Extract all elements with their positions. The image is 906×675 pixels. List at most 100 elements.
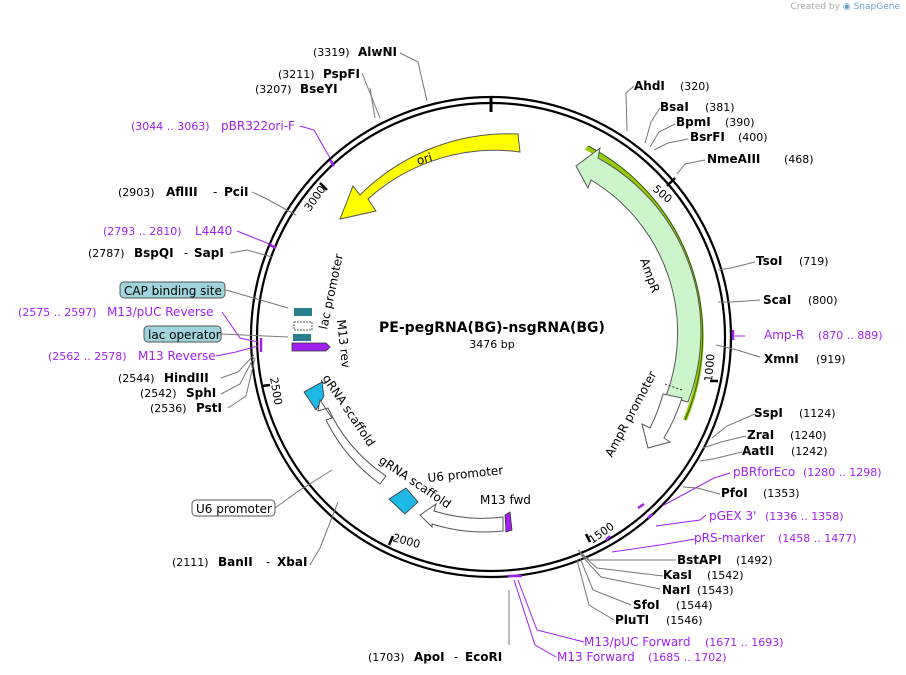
plasmid-name: PE-pegRNA(BG)-nsgRNA(BG) (379, 320, 605, 336)
site-bsai: BsaI (660, 100, 689, 114)
site-sphi-pos: (2542) (140, 387, 177, 400)
primer-l4440: L4440 (195, 224, 232, 238)
m13-rev-feature[interactable] (291, 342, 331, 352)
site-sapi: SapI (194, 246, 224, 260)
primer-m13-puc-forward: M13/pUC Forward (584, 635, 691, 649)
site-ahdi: AhdI (634, 79, 665, 93)
ampr-track-core (587, 145, 704, 421)
site-sspi: SspI (754, 406, 783, 420)
grna-scaffold-2-feature[interactable] (388, 487, 419, 515)
u6-promoter-box[interactable] (191, 499, 276, 517)
site-bspqi-pos: (2787) (88, 247, 125, 260)
primer-prs-marker: pRS-marker (694, 531, 765, 545)
tick-label-2500: 2500 (267, 376, 285, 406)
site-pluti: PluTI (615, 613, 649, 627)
site-pspfi-pos: (3211) (278, 68, 315, 81)
site-bpmi: BpmI (676, 115, 711, 129)
site-leader-lines (220, 52, 761, 645)
primer-pbrforeco: pBRforEco (733, 465, 795, 479)
snapgene-credit: Created by ◉ SnapGene (790, 2, 900, 12)
site-alwni-pos: (3319) (313, 46, 350, 59)
site-bspqi-sep: - (184, 246, 188, 260)
primer-m13-forward-range: (1685 .. 1702) (648, 651, 727, 664)
m13-fwd-feature[interactable] (504, 511, 513, 533)
plasmid-length: 3476 bp (469, 338, 514, 351)
primer-m13-forward: M13 Forward (557, 650, 635, 664)
site-pspfi: PspFI (323, 67, 360, 81)
site-sfoi-pos: (1544) (676, 599, 713, 612)
site-psti: PstI (196, 401, 222, 415)
site-banii-sep: - (266, 555, 270, 569)
site-xmni: XmnI (764, 352, 799, 366)
grna-scaffold-1-arrow[interactable] (317, 398, 387, 485)
site-bseyi: BseYI (300, 82, 338, 96)
primer-m13-puc-reverse: M13/pUC Reverse (107, 305, 214, 319)
site-nari-pos: (1543) (697, 584, 734, 597)
site-bsrfi-pos: (400) (738, 131, 768, 144)
primer-l4440-range: (2793 .. 2810) (103, 225, 182, 238)
u6-promoter-label: U6 promoter (427, 463, 504, 485)
ampr-feature[interactable] (575, 146, 702, 403)
site-bseyi-pos: (3207) (255, 83, 292, 96)
primer-m13-puc-forward-range: (1671 .. 1693) (705, 636, 784, 649)
ori-label: ori (415, 150, 434, 168)
site-banii: BanII (218, 555, 253, 569)
site-apoi-sep: - (454, 650, 458, 664)
tick-marks (261, 177, 718, 546)
primer-m13-reverse-range: (2562 .. 2578) (48, 350, 127, 363)
primer-prs-marker-range: (1458 .. 1477) (778, 532, 857, 545)
primer-leader-lines (215, 125, 745, 658)
site-bsai-pos: (381) (705, 101, 735, 114)
site-zrai-pos: (1240) (790, 429, 827, 442)
site-xbai: XbaI (277, 555, 307, 569)
lac-operator-box[interactable] (143, 325, 222, 343)
box-leader-lines (220, 289, 333, 509)
site-tsoi-pos: (719) (799, 255, 829, 268)
ampr-promoter-feature[interactable] (641, 393, 683, 449)
site-bstapi: BstAPI (677, 553, 722, 567)
cap-site-feature[interactable] (294, 308, 312, 316)
ori-feature[interactable] (339, 133, 521, 220)
site-tsoi: TsoI (756, 254, 782, 268)
site-sfoi: SfoI (633, 598, 660, 612)
site-apoi: ApoI (414, 650, 445, 664)
site-sphi: SphI (186, 386, 216, 400)
lac-promoter-feature[interactable] (293, 321, 313, 331)
site-scai-pos: (800) (808, 294, 838, 307)
site-bspqi: BspQI (134, 246, 174, 260)
ampr-label: AmpR (637, 256, 662, 294)
site-bstapi-pos: (1492) (736, 554, 773, 567)
primer-pbrforeco-range: (1280 .. 1298) (803, 466, 882, 479)
site-apoi-pos: (1703) (368, 651, 405, 664)
site-aatii: AatII (742, 444, 774, 458)
site-ecori: EcoRI (465, 650, 502, 664)
site-zrai: ZraI (747, 428, 774, 442)
primer-pbr322ori-f: pBR322ori-F (221, 119, 295, 133)
site-kasi: KasI (663, 568, 692, 582)
site-nmeaiii-pos: (468) (784, 153, 814, 166)
site-xmni-pos: (919) (816, 353, 846, 366)
primer-m13-puc-reverse-range: (2575 .. 2597) (18, 306, 97, 319)
site-sspi-pos: (1124) (799, 407, 836, 420)
cap-binding-site-label: CAP binding site (124, 284, 222, 298)
site-kasi-pos: (1542) (707, 569, 744, 582)
site-aatii-pos: (1242) (791, 445, 828, 458)
tick-label-1000: 1000 (702, 353, 717, 382)
cap-binding-site-box[interactable] (119, 281, 226, 299)
u6-promoter-arrow[interactable] (419, 502, 504, 533)
site-afliii: AflIII (166, 185, 198, 199)
site-alwni: AlwNI (358, 45, 397, 59)
site-nari: NarI (662, 583, 691, 597)
u6-promoter-box-label: U6 promoter (196, 502, 272, 516)
site-afliii-sep: - (213, 185, 217, 199)
primer-amp-r: Amp-R (764, 328, 804, 342)
lac-operator-feature[interactable] (293, 334, 311, 341)
site-afliii-pos: (2903) (118, 186, 155, 199)
site-pluti-pos: (1546) (666, 614, 703, 627)
site-psti-pos: (2536) (150, 402, 187, 415)
site-pfoi: PfoI (721, 486, 748, 500)
m13-fwd-label: M13 fwd (480, 493, 531, 507)
site-bpmi-pos: (390) (725, 116, 755, 129)
ampr-dotted (664, 383, 683, 391)
